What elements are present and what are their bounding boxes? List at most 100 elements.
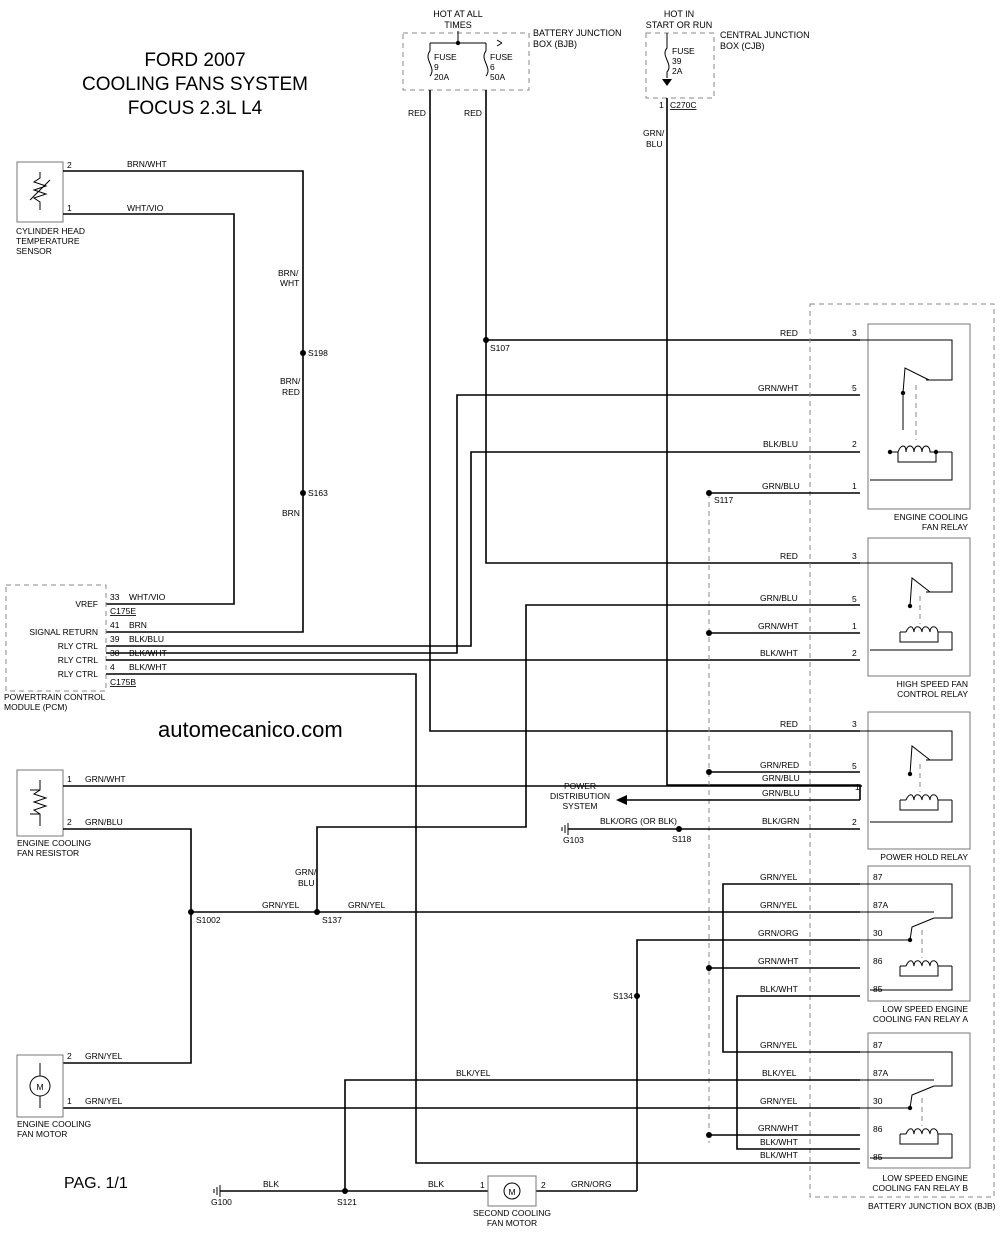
motor2-pin2: 2: [541, 1180, 546, 1190]
second-motor-label1: SECOND COOLING: [473, 1208, 551, 1218]
hot-in-start-run-line1: HOT IN: [664, 9, 694, 19]
pds-arrow-icon: [616, 795, 627, 805]
relay4-contact: [907, 937, 913, 943]
label-grn-wht-r2: GRN/WHT: [758, 621, 799, 631]
relay1-internals: [860, 339, 953, 481]
label-blk-wht-r4: BLK/WHT: [760, 984, 798, 994]
relay5-pin85: 85: [873, 1152, 883, 1162]
label-s117: S117: [714, 495, 733, 505]
wire-red-fuse6: [485, 90, 860, 564]
pds-label2: DISTRIBUTION: [550, 791, 610, 801]
page-number: PAG. 1/1: [64, 1175, 128, 1192]
relay4-label2: COOLING FAN RELAY A: [873, 1014, 968, 1024]
label-grn-yel-motor1: GRN/YEL: [85, 1096, 123, 1106]
label-grn-blu-v2: BLU: [646, 139, 663, 149]
relay4-pin87: 87: [873, 872, 883, 882]
label-grn-red-r3: GRN/RED: [760, 760, 799, 770]
label-blk-blu-r1: BLK/BLU: [763, 439, 798, 449]
fuse-symbols: [427, 50, 489, 77]
label-grn-yel-r5-30: GRN/YEL: [760, 1096, 798, 1106]
label-red-fuse6: RED: [464, 108, 482, 118]
relay2-coil-box: [899, 632, 939, 643]
relay5-coil-box: [899, 1134, 939, 1145]
pcm-pin39: 39: [110, 634, 120, 644]
label-blk-wht-pcm4: BLK/WHT: [129, 662, 167, 672]
power-source-hot-at-all-times: HOT AT ALL TIMES: [433, 9, 483, 30]
wire-grn-wht-relay1-pin5: [106, 394, 860, 654]
pcm-signal-return: SIGNAL RETURN: [29, 627, 98, 637]
label-grn-yel-r5-87: GRN/YEL: [760, 1040, 798, 1050]
label-s118: S118: [672, 834, 691, 844]
label-blk-org: BLK/ORG (OR BLK): [600, 816, 677, 826]
pcm-pin4: 4: [110, 662, 115, 672]
splice-s134: [634, 993, 640, 999]
fuse39-number: 39: [672, 56, 682, 66]
fan-motor-label2: FAN MOTOR: [17, 1129, 67, 1139]
low-speed-fan-relay-a: [867, 865, 971, 1002]
label-grn-wht-r1: GRN/WHT: [758, 383, 799, 393]
relay1-label1: ENGINE COOLING: [894, 512, 968, 522]
pcm-box: [5, 584, 107, 692]
label-brn-pcm: BRN: [129, 620, 147, 630]
fuse6-label: FUSE: [490, 52, 513, 62]
title-line3: FOCUS 2.3L L4: [128, 98, 263, 119]
relay5-pin87: 87: [873, 1040, 883, 1050]
watermark: automecanico.com: [158, 717, 343, 742]
relay3-pin5: 5: [852, 761, 857, 771]
relay1-contact: [900, 390, 906, 396]
wire-blk-wht-relay5-85: [106, 673, 860, 1164]
label-g100: G100: [211, 1197, 232, 1207]
relay4-internals: [860, 883, 953, 991]
relay3-pin3: 3: [852, 719, 857, 729]
label-blk-motor2: BLK: [428, 1179, 444, 1189]
label-blk-wht-r5-85: BLK/WHT: [760, 1150, 798, 1160]
battery-junction-box-relays: [809, 303, 995, 1198]
wire-grn-blu-resistor-pin2: [63, 828, 192, 1064]
wire-blk-yel-relay5-87a: [344, 1079, 860, 1191]
hot-at-all-times-line2: TIMES: [444, 20, 472, 30]
label-grn-yel-r4-87a: GRN/YEL: [760, 900, 798, 910]
connector-c175b: C175B: [110, 677, 136, 687]
label-grn-yel-s1002: GRN/YEL: [262, 900, 300, 910]
splice-s117: [706, 490, 712, 496]
relay5-label2: COOLING FAN RELAY B: [872, 1183, 968, 1193]
label-grn-blu-v1: GRN/: [643, 128, 665, 138]
thermistor-symbol: [29, 172, 51, 210]
pcm-rly-ctrl-4: RLY CTRL: [58, 669, 99, 679]
cht-sensor-label1: CYLINDER HEAD: [16, 226, 85, 236]
fan-motor-label1: ENGINE COOLING: [17, 1119, 91, 1129]
cht-pin2: 2: [67, 160, 72, 170]
relay5-coil: [905, 1128, 939, 1135]
fuse39-label: FUSE: [672, 46, 695, 56]
bjb-label-line2: BOX (BJB): [533, 39, 577, 49]
relay3-pin2: 2: [852, 817, 857, 827]
fuse6-number: 6: [490, 62, 495, 72]
junction-relay3-pin5: [706, 769, 712, 775]
relay3-internals: [860, 730, 953, 823]
splice-s137: [314, 909, 320, 915]
relay3-label: POWER HOLD RELAY: [880, 852, 968, 862]
label-red-r1-p3: RED: [780, 328, 798, 338]
relay4-pin30: 30: [873, 928, 883, 938]
pds-label3: SYSTEM: [563, 801, 598, 811]
label-grn-wht-r4: GRN/WHT: [758, 956, 799, 966]
junction-relay2-pin1: [706, 630, 712, 636]
relay5-pin30: 30: [873, 1096, 883, 1106]
fan-motor-box: [16, 1054, 64, 1118]
label-grn-blu-v-s137-1: GRN/: [295, 867, 317, 877]
power-hold-relay: [867, 711, 971, 850]
high-speed-fan-control-relay: [867, 537, 971, 677]
second-fan-motor-box: [487, 1175, 537, 1207]
motor-pin1: 1: [67, 1096, 72, 1106]
label-grn-blu-pds: GRN/BLU: [762, 788, 800, 798]
wire-brn-wht-signal-return: [63, 170, 304, 633]
relay1-coil: [897, 445, 936, 453]
label-brn-wht-top: BRN/WHT: [127, 159, 167, 169]
bjb-label-line1: BATTERY JUNCTION: [533, 28, 622, 38]
label-red-r2: RED: [780, 551, 798, 561]
cht-pin1: 1: [67, 203, 72, 213]
fuse9-number: 9: [434, 62, 439, 72]
relay1-coil-dot2: [933, 449, 939, 455]
relay4-coil: [905, 960, 939, 967]
